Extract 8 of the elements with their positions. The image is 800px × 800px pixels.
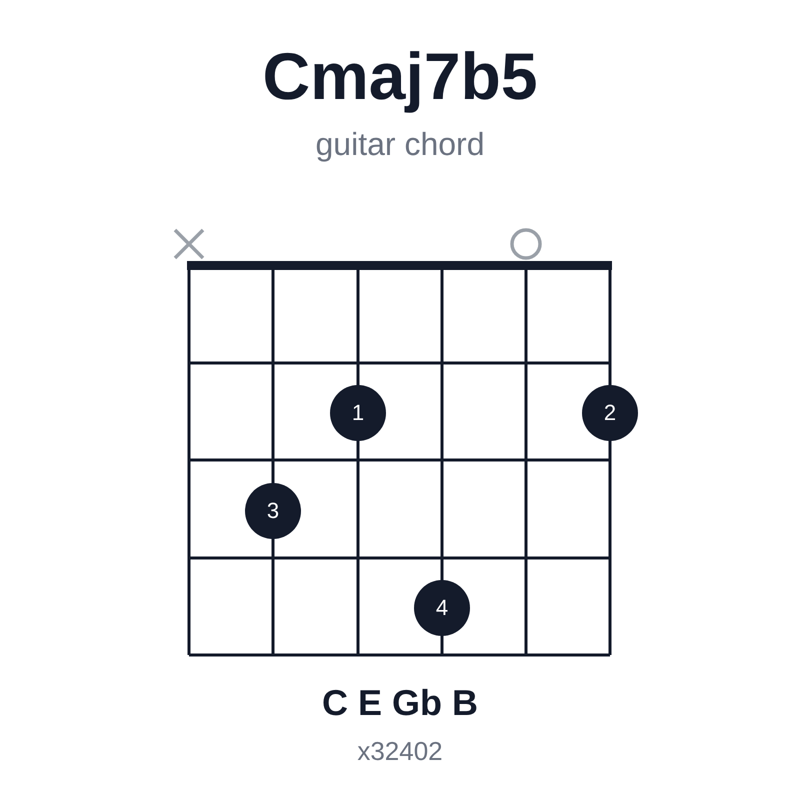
finger-dot: 4 <box>414 580 470 636</box>
finger-dot: 1 <box>330 385 386 441</box>
chord-title: Cmaj7b5 <box>261 38 539 114</box>
finger-dot: 3 <box>245 483 301 539</box>
finger-dot: 2 <box>582 385 638 441</box>
subtitle: guitar chord <box>314 126 486 163</box>
chord-notes: C E Gb B <box>320 682 479 724</box>
fingering-code: x32402 <box>356 736 444 767</box>
